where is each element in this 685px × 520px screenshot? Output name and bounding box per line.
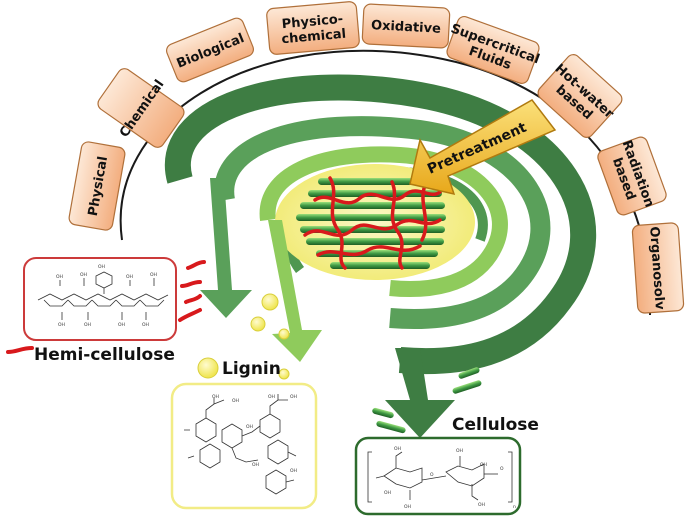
svg-text:OH: OH (56, 274, 63, 280)
cellulose-structure-frame (354, 436, 522, 516)
svg-text:OH: OH (290, 468, 297, 474)
svg-text:OH: OH (246, 424, 253, 430)
lignin-label: Lignin (222, 359, 281, 379)
lignin-arrow (268, 220, 322, 362)
pretreatment-box-9: Organosolv (631, 222, 685, 314)
lignin-panel: Lignin OH OH OH OH OH OH OH (170, 293, 318, 510)
pretreatment-box-bg (97, 68, 185, 148)
lignin-structure: OH OH OH OH OH OH OH (184, 394, 297, 495)
mid-green-band (214, 116, 551, 330)
svg-text:OH: OH (404, 504, 411, 510)
svg-text:OH: OH (118, 322, 125, 328)
svg-text:OH: OH (268, 394, 275, 400)
lignin-fibers (303, 176, 442, 270)
pretreatment-label: Organosolv (646, 226, 667, 311)
lignin-structure-frame (170, 382, 318, 510)
svg-text:O: O (430, 472, 434, 478)
cellulose-rods (372, 367, 482, 434)
svg-text:OH: OH (290, 394, 297, 400)
svg-text:O: O (500, 466, 504, 472)
hemicellulose-label: Hemi-cellulose (34, 345, 175, 365)
hemicellulose-structure: OH OH OH OH OH OH OH OH OH (37, 264, 169, 328)
svg-text:OH: OH (150, 272, 157, 278)
pretreatment-box-bg (68, 141, 126, 231)
hemicellulose-arrow (200, 178, 252, 318)
svg-text:OH: OH (384, 490, 391, 496)
svg-text:OH: OH (252, 462, 259, 468)
cellulose-label: Cellulose (452, 415, 539, 435)
svg-text:OH: OH (126, 274, 133, 280)
pretreatment-box-bg (597, 136, 667, 216)
pretreatment-box-bg (446, 15, 540, 85)
pretreatment-methods: PhysicalChemicalBiologicalPhysico-chemic… (68, 1, 685, 314)
cellulose-arrow (385, 348, 455, 438)
dark-green-band (164, 74, 597, 375)
lignin-droplets (197, 293, 290, 380)
pretreatment-box-5: Oxidative (361, 3, 451, 49)
pretreatment-box-bg (361, 3, 451, 49)
svg-text:OH: OH (394, 446, 401, 452)
hemicellulose-structure-frame (23, 257, 177, 341)
pretreatment-box-2: Chemical (97, 68, 185, 148)
svg-text:OH: OH (84, 322, 91, 328)
svg-text:OH: OH (142, 322, 149, 328)
pretreatment-box-4: Physico-chemical (266, 1, 360, 55)
svg-text:OH: OH (480, 462, 487, 468)
pretreatment-box-bg (166, 17, 254, 83)
cellulose-structure: OH OH OH O OH OH OH O n (367, 446, 516, 510)
svg-text:OH: OH (58, 322, 65, 328)
pretreatment-label: Physico- (281, 12, 344, 32)
pretreatment-label: Oxidative (371, 18, 442, 37)
svg-text:OH: OH (478, 502, 485, 508)
svg-text:OH: OH (212, 394, 219, 400)
hemicellulose-panel: OH OH OH OH OH OH OH OH OH Hemi-cellulos… (6, 257, 206, 365)
svg-text:OH: OH (98, 264, 105, 270)
svg-text:OH: OH (232, 398, 239, 404)
pretreatment-box-3: Biological (166, 17, 254, 83)
light-green-band (259, 146, 508, 298)
pretreatment-box-1: Physical (68, 141, 126, 231)
hemicellulose-strands (6, 260, 206, 354)
pretreatment-box-bg (537, 54, 623, 138)
cellulose-panel: Cellulose OH OH OH O OH OH OH O n (354, 367, 539, 516)
pretreatment-box-bg (631, 222, 685, 314)
svg-text:OH: OH (456, 448, 463, 454)
svg-text:OH: OH (80, 272, 87, 278)
svg-text:n: n (513, 505, 516, 510)
pretreatment-box-bg (266, 1, 360, 55)
pretreatment-label: chemical (281, 27, 347, 48)
